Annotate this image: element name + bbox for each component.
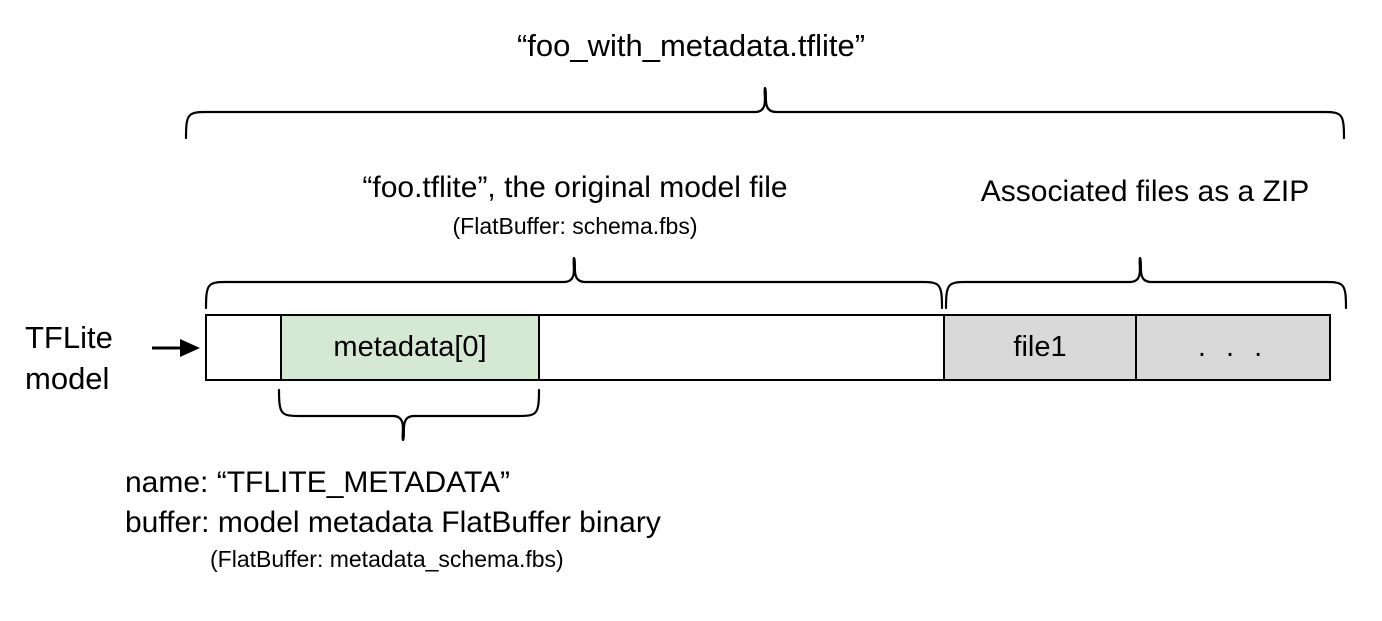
brace-model-file: [204, 256, 944, 310]
brace-zip-files: [944, 256, 1348, 310]
right-arrow-icon: [152, 339, 200, 357]
annotation-line-name: name: “TFLITE_METADATA”: [125, 466, 511, 499]
bar-cell-label: . . .: [1197, 331, 1269, 363]
bar-cell-file1: file1: [943, 316, 1135, 379]
brace-whole-file: [184, 86, 1346, 140]
zip-files-caption: Associated files as a ZIP: [980, 175, 1310, 208]
whole-file-title: “foo_with_metadata.tflite”: [516, 28, 866, 63]
bar-cell-leading-blank: [207, 316, 280, 379]
model-file-schema-caption: (FlatBuffer: schema.fbs): [452, 213, 698, 239]
bar-cell-label: metadata[0]: [333, 331, 487, 363]
annotation-line-buffer: buffer: model metadata FlatBuffer binary: [125, 505, 661, 539]
bar-cell-metadata: metadata[0]: [280, 316, 538, 379]
bar-cell-label: file1: [1013, 331, 1067, 363]
annotation-line-schema: (FlatBuffer: metadata_schema.fbs): [210, 546, 564, 573]
model-file-caption: “foo.tflite”, the original model file: [362, 171, 788, 204]
bar-cell-more-files: . . .: [1135, 316, 1329, 379]
brace-metadata-entry: [277, 388, 541, 442]
bar-cell-model-body: [538, 316, 943, 379]
tflite-model-label: TFLite model: [25, 320, 113, 396]
metadata-annotation: name: “TFLITE_METADATA” buffer: model me…: [125, 463, 925, 578]
tflite-model-bar: metadata[0] file1 . . .: [205, 314, 1331, 381]
